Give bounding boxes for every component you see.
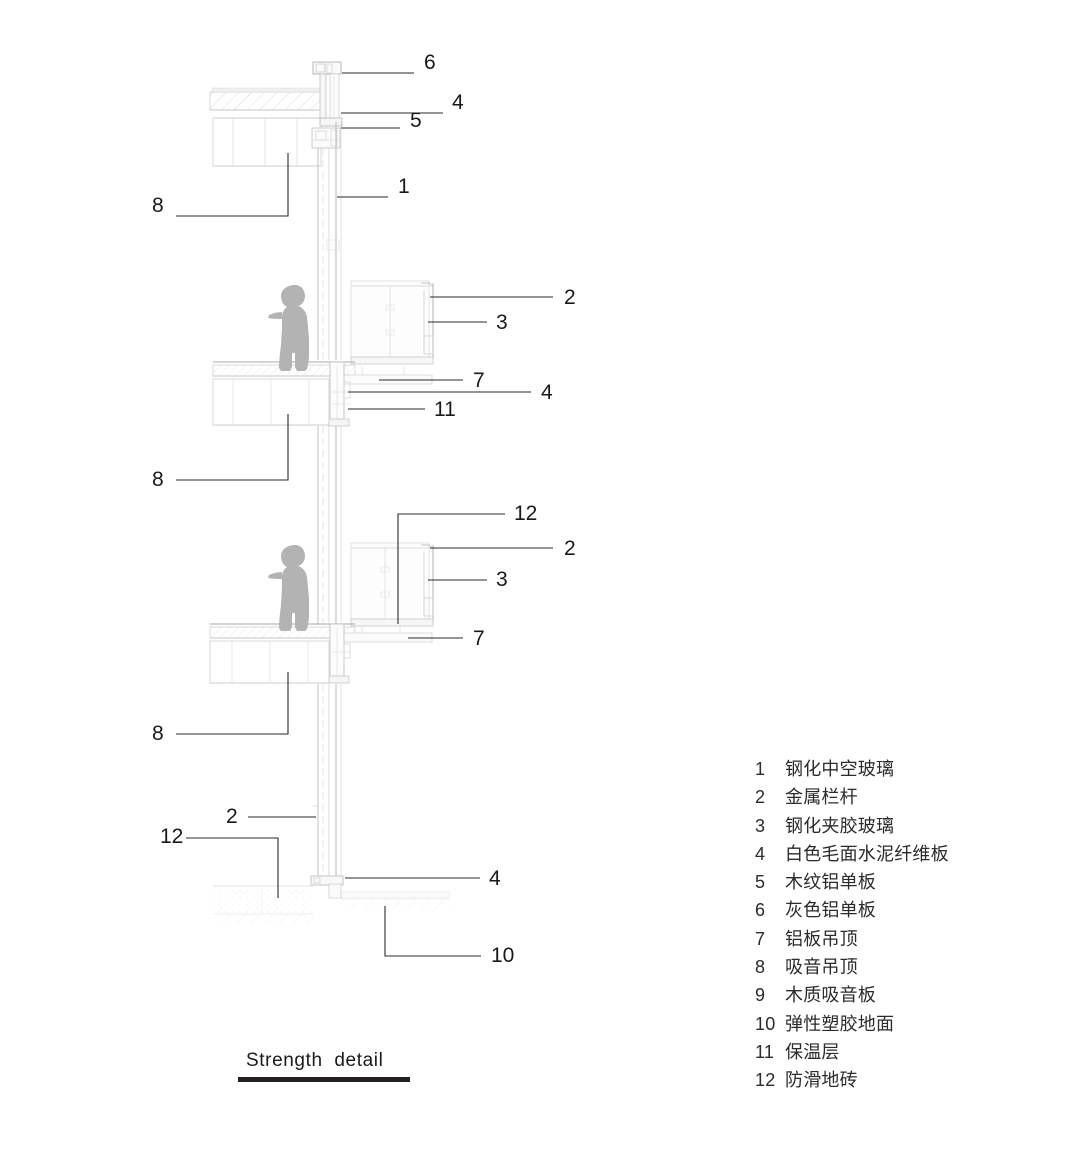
callout-7-upper: 7 bbox=[473, 369, 485, 392]
callout-1: 1 bbox=[398, 175, 410, 198]
legend-number: 4 bbox=[755, 843, 766, 864]
legend-item: 8 吸音吊顶 bbox=[755, 953, 1055, 981]
callout-3-lower: 3 bbox=[496, 568, 508, 591]
callout-2-upper: 2 bbox=[564, 286, 576, 309]
legend-label: 钢化夹胶玻璃 bbox=[785, 815, 895, 837]
child-silhouette-lower bbox=[268, 545, 309, 631]
head-cap-panel bbox=[312, 61, 342, 75]
slab-edge-cladding-level2 bbox=[328, 361, 351, 427]
legend-number: 1 bbox=[755, 759, 766, 779]
legend-item: 4 白色毛面水泥纤维板 bbox=[755, 840, 1055, 868]
legend-label: 灰色铝单板 bbox=[785, 900, 876, 922]
callout-2-lower: 2 bbox=[564, 537, 576, 560]
legend-label: 铝板吊顶 bbox=[785, 928, 858, 950]
legend-number: 9 bbox=[755, 985, 766, 1006]
title-block: Strength detail bbox=[238, 1050, 438, 1082]
legend-label: 木纹铝单板 bbox=[785, 872, 876, 894]
legend-item: 6 灰色铝单板 bbox=[755, 896, 1055, 924]
legend-number: 10 bbox=[755, 1013, 776, 1034]
callout-4-top: 4 bbox=[452, 91, 464, 114]
legend-number: 8 bbox=[755, 957, 766, 978]
callout-12-upper: 12 bbox=[514, 502, 538, 525]
legend-item: 7 铝板吊顶 bbox=[755, 925, 1055, 953]
legend-label: 保温层 bbox=[785, 1041, 840, 1063]
acoustic-ceiling-level2 bbox=[212, 378, 330, 426]
ground-base bbox=[213, 875, 451, 924]
slab-edge-cladding-level3 bbox=[328, 623, 351, 684]
legend-item: 1 钢化中空玻璃 bbox=[755, 755, 1055, 783]
curtain-wall-glazing-mid bbox=[317, 426, 342, 625]
balustrade-lower bbox=[350, 542, 434, 627]
curtain-wall-glazing-lower bbox=[313, 684, 342, 884]
legend-label: 金属栏杆 bbox=[785, 787, 858, 809]
callout-8-upper: 8 bbox=[152, 194, 164, 217]
legend-number: 12 bbox=[755, 1070, 776, 1091]
legend-item: 12 防滑地砖 bbox=[755, 1066, 1055, 1094]
child-silhouette-upper bbox=[268, 285, 309, 371]
balustrade-upper bbox=[350, 280, 434, 365]
callout-2-ground: 2 bbox=[226, 805, 238, 828]
callout-5: 5 bbox=[410, 109, 422, 132]
legend-item: 2 金属栏杆 bbox=[755, 783, 1055, 811]
legend-number: 7 bbox=[755, 928, 766, 949]
drawing-title: Strength detail bbox=[246, 1050, 384, 1071]
transom-upper bbox=[311, 127, 341, 149]
title-underline bbox=[238, 1077, 410, 1082]
legend-label: 防滑地砖 bbox=[785, 1070, 858, 1092]
legend-number: 3 bbox=[755, 815, 766, 836]
legend-label: 木质吸音板 bbox=[785, 985, 876, 1007]
callout-11: 11 bbox=[434, 398, 456, 421]
callout-12-ground: 12 bbox=[160, 825, 184, 848]
legend-number: 6 bbox=[755, 900, 766, 921]
legend-item: 10 弹性塑胶地面 bbox=[755, 1010, 1055, 1038]
wood-alum-panel bbox=[319, 117, 343, 127]
acoustic-ceiling-level3 bbox=[209, 640, 330, 684]
callout-4-ground: 4 bbox=[489, 867, 501, 890]
roof-slab bbox=[209, 87, 324, 111]
legend-number: 2 bbox=[755, 787, 766, 808]
callout-6: 6 bbox=[424, 51, 436, 74]
callout-8-mid: 8 bbox=[152, 468, 164, 491]
legend-item: 11 保温层 bbox=[755, 1038, 1055, 1066]
legend-label: 弹性塑胶地面 bbox=[785, 1013, 895, 1035]
legend-number: 11 bbox=[755, 1041, 775, 1062]
callout-7-lower: 7 bbox=[473, 627, 485, 650]
legend-label: 钢化中空玻璃 bbox=[785, 759, 895, 780]
curtain-wall-glazing-upper bbox=[317, 122, 342, 360]
legend-label: 白色毛面水泥纤维板 bbox=[785, 843, 949, 865]
callout-4-mid: 4 bbox=[541, 381, 553, 404]
legend-item: 3 钢化夹胶玻璃 bbox=[755, 812, 1055, 840]
legend: 1 钢化中空玻璃 2 金属栏杆 3 钢化夹胶玻璃 4 白色毛面水泥纤维板 5 木… bbox=[755, 755, 1055, 1095]
legend-number: 5 bbox=[755, 872, 766, 893]
legend-item: 5 木纹铝单板 bbox=[755, 868, 1055, 896]
legend-item: 9 木质吸音板 bbox=[755, 981, 1055, 1009]
mullion-upper bbox=[319, 73, 340, 119]
acoustic-ceiling-upper bbox=[212, 117, 322, 167]
callout-10: 10 bbox=[491, 944, 515, 967]
legend-label: 吸音吊顶 bbox=[785, 957, 858, 979]
callout-8-lower: 8 bbox=[152, 722, 164, 745]
callout-3-upper: 3 bbox=[496, 311, 508, 334]
